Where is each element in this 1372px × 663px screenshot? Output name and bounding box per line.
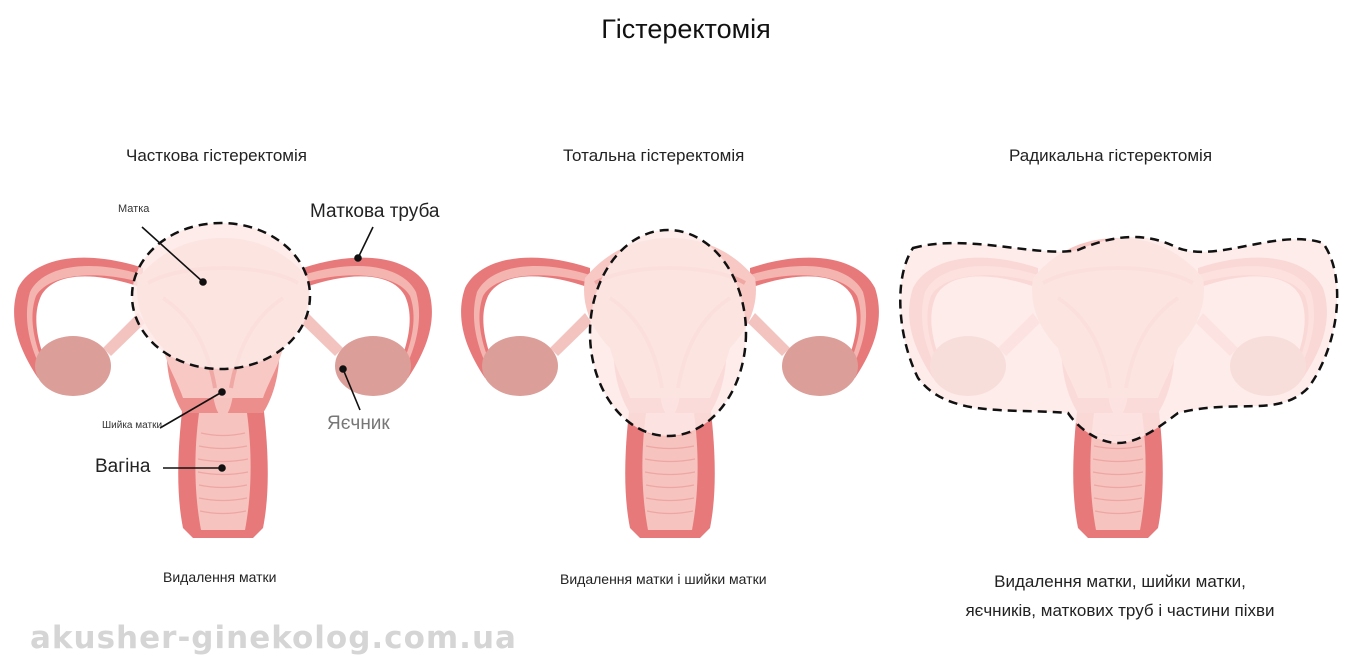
label-vagina: Вагіна bbox=[95, 456, 151, 477]
panel-title-total: Тотальна гістеректомія bbox=[563, 146, 745, 165]
panel-title-partial: Часткова гістеректомія bbox=[126, 146, 307, 165]
panel-title-radical: Радикальна гістеректомія bbox=[1009, 146, 1213, 165]
caption-radical-line2: яєчників, маткових труб і частини піхви bbox=[965, 601, 1275, 620]
watermark: akusher-ginekolog.com.ua bbox=[30, 620, 517, 656]
caption-radical: Видалення матки, шийки матки, яєчників, … bbox=[940, 567, 1300, 625]
label-fallopian-tube: Маткова труба bbox=[310, 201, 440, 222]
caption-partial: Видалення матки bbox=[163, 569, 277, 585]
leader-lines bbox=[141, 226, 374, 472]
label-uterus: Матка bbox=[118, 203, 150, 215]
caption-radical-line1: Видалення матки, шийки матки, bbox=[994, 572, 1246, 591]
page-title: Гістеректомія bbox=[601, 14, 771, 44]
illustration-partial bbox=[12, 221, 434, 540]
label-cervix: Шийка матки bbox=[102, 420, 163, 431]
illustration-radical bbox=[899, 235, 1339, 540]
caption-total: Видалення матки і шийки матки bbox=[560, 571, 767, 587]
label-ovary: Яєчник bbox=[327, 413, 390, 434]
illustration-total bbox=[459, 228, 881, 540]
